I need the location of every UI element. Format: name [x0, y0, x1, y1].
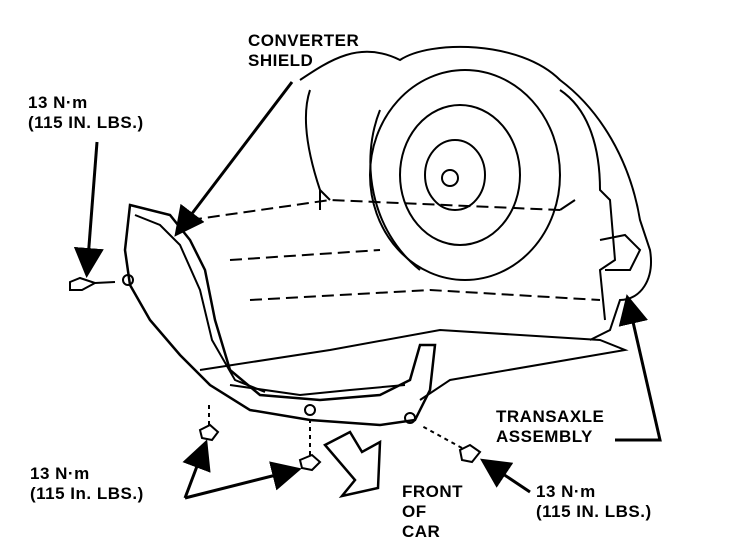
- leader-torque-bottom-right: [480, 458, 531, 494]
- shield-bolt-hole-bottom: [304, 404, 316, 416]
- bolt-bottom-right: [419, 424, 482, 464]
- pan-depth-line: [319, 189, 576, 211]
- converter-back-arc: [369, 109, 421, 271]
- torque-spec-bottom-right: 13 N·m (115 IN. LBS.): [536, 482, 652, 521]
- converter-shield-lip: [229, 384, 406, 397]
- transaxle-housing-left: [304, 89, 321, 210]
- pan-top-line: [189, 198, 561, 221]
- leader-transaxle-assembly: [615, 294, 662, 442]
- torque-spec-bottom-left: 13 N·m (115 In. LBS.): [30, 464, 144, 503]
- converter-shield-label: CONVERTER SHIELD: [248, 31, 360, 70]
- converter-shield-flange: [134, 214, 266, 393]
- front-of-car-label: FRONT OF CAR: [402, 482, 464, 541]
- pan-mid-line: [229, 249, 601, 301]
- converter-inner-ring: [424, 139, 486, 211]
- leader-converter-shield: [174, 81, 294, 237]
- casting-boss: [599, 233, 642, 271]
- front-of-car-arrow: [323, 430, 382, 498]
- converter-mid-ring: [399, 104, 521, 246]
- shield-bolt-hole-right: [404, 412, 416, 424]
- bolt-top-left: [69, 276, 116, 291]
- leader-torque-bottom-left-a: [182, 439, 211, 499]
- leader-torque-bottom-left-b: [184, 461, 302, 500]
- transaxle-housing-outline: [299, 45, 652, 341]
- converter-hub: [441, 169, 459, 187]
- leader-torque-top-left: [73, 141, 104, 278]
- shield-bolt-hole-left: [122, 274, 134, 286]
- bolt-bottom-center: [298, 420, 322, 472]
- pan-front-edge: [199, 328, 629, 401]
- transaxle-assembly-label: TRANSAXLE ASSEMBLY: [496, 407, 605, 446]
- converter-shield-body: [123, 203, 437, 427]
- torque-spec-top-left: 13 N·m (115 IN. LBS.): [28, 93, 144, 132]
- bolt-bottom-left: [198, 405, 220, 442]
- transaxle-casting-right: [559, 89, 617, 321]
